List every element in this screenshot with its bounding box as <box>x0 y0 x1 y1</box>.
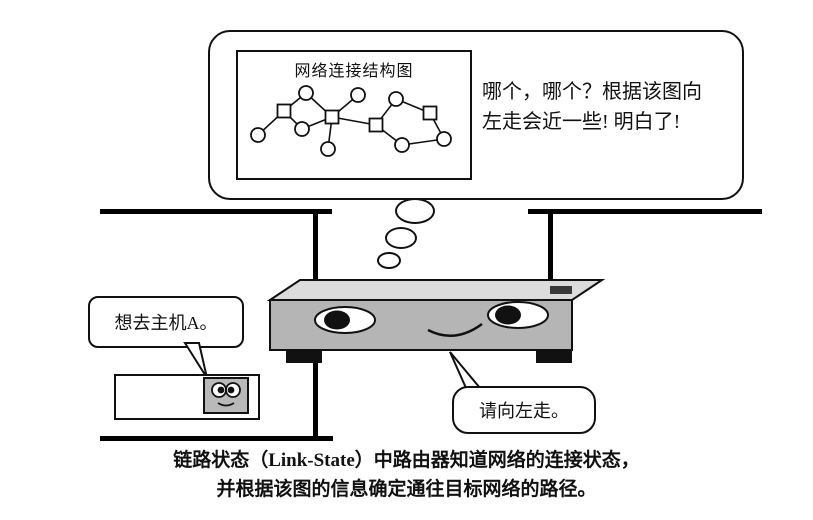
thought-trail-bubble-small <box>377 252 401 269</box>
router-left-pupil <box>324 310 350 330</box>
network-topology-graph <box>250 85 452 157</box>
host-speech-tail <box>183 342 208 379</box>
host-right-pupil <box>227 386 235 394</box>
host-smile <box>217 402 235 407</box>
router-thought-text: 哪个，哪个？根据该图向左走会近一些! 明白了! <box>482 81 702 133</box>
host-left-pupil <box>217 386 225 394</box>
thought-trail-bubble-large <box>395 198 435 224</box>
network-map-title: 网络连接结构图 <box>294 63 414 80</box>
network-link-right-vertical <box>548 211 553 286</box>
figure-caption-line2: 并根据该图的信息确定通往目标网络的路径。 <box>216 478 597 500</box>
router-smile <box>427 322 483 337</box>
router-speech-text: 请向左走。 <box>479 401 569 421</box>
figure-caption: 链路状态（Link-State）中路由器知道网络的连接状态， 并根据该图的信息确… <box>0 447 813 504</box>
network-map-box: 网络连接结构图 <box>236 50 472 180</box>
thought-trail-bubble-medium <box>385 227 417 249</box>
host-face-panel <box>203 377 249 414</box>
router-speech-bubble: 请向左走。 <box>452 386 596 434</box>
network-segment-top-right <box>528 209 762 214</box>
figure-caption-line1: 链路状态（Link-State）中路由器知道网络的连接状态， <box>173 450 640 471</box>
router-port-slot <box>550 286 572 294</box>
network-segment-bottom-left <box>100 436 333 441</box>
network-segment-top-left <box>100 209 332 214</box>
router-right-pupil <box>495 305 521 325</box>
router-foot-right <box>536 350 572 363</box>
router-foot-left <box>286 350 322 363</box>
host-speech-text: 想去主机A。 <box>114 313 218 333</box>
router-illustration <box>266 279 606 363</box>
host-speech-bubble: 想去主机A。 <box>88 296 244 348</box>
host-face <box>203 377 249 414</box>
router-thought-bubble: 网络连接结构图 <box>208 30 744 200</box>
